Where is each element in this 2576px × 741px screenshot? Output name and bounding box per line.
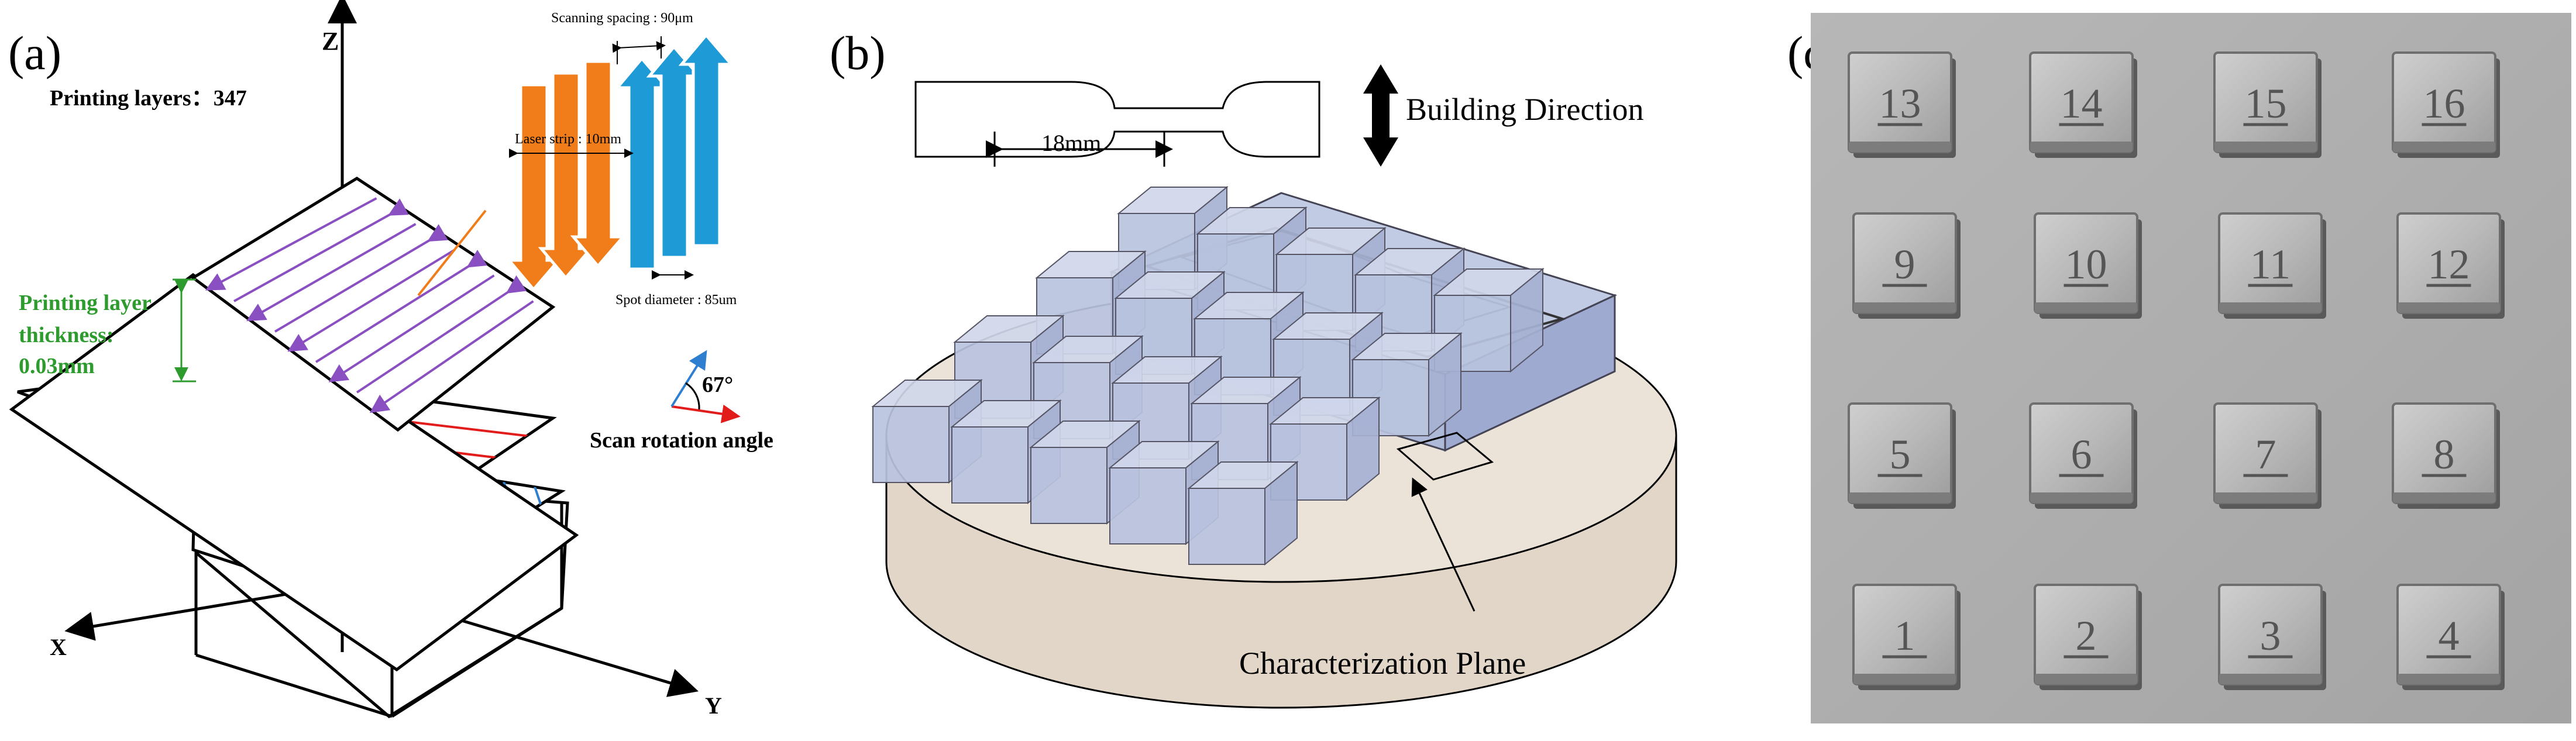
sample-number: 8	[2434, 431, 2455, 478]
laser-strip-text: Laser strip : 10mm	[515, 132, 621, 147]
scan-rotation-glyph	[670, 350, 741, 423]
sample-number: 6	[2071, 431, 2092, 478]
purple-scan-vector	[287, 249, 456, 352]
purple-scan-vector	[328, 274, 495, 382]
top-layer	[190, 177, 556, 432]
orange-strip-arrows	[505, 60, 627, 292]
sample-cube: 11	[2218, 212, 2326, 319]
sample-number: 5	[1890, 431, 1911, 478]
sample-number: 2	[2076, 612, 2097, 659]
characterization-plane-highlight	[1396, 432, 1494, 481]
sample-cube: 12	[2396, 212, 2505, 319]
sample-cube: 13	[1848, 51, 1956, 158]
sample-number: 15	[2245, 80, 2287, 127]
sample-number: 4	[2439, 612, 2460, 659]
sample-cube: 10	[2034, 212, 2142, 319]
panel-label-b: (b)	[830, 26, 886, 80]
sample-number: 7	[2255, 431, 2276, 478]
characterization-plane-pointer	[1411, 477, 1476, 612]
purple-scan-vector	[315, 249, 488, 363]
sample-cube: 15	[2213, 51, 2322, 158]
sample-cube: 16	[2392, 51, 2500, 158]
sample-cube: 4	[2396, 584, 2505, 690]
sample-cube: 7	[2213, 402, 2322, 509]
scan-strategy-diagram: (a) Z X Y Printing layers：347	[8, 0, 773, 719]
sample-cube: 2	[2034, 584, 2142, 690]
printing-layers-text: Printing layers：347	[50, 86, 247, 111]
pointer-line	[417, 209, 487, 297]
x-axis-label: X	[50, 634, 67, 660]
purple-scan-vector	[274, 224, 448, 333]
panel-a-scan-strategy: (a) Z X Y Printing layers：347	[0, 0, 819, 738]
sample-number: 13	[1879, 80, 1921, 127]
purple-scan-vector	[356, 275, 527, 394]
sample-cube: 6	[2029, 402, 2137, 509]
scanning-spacing-text: Scanning spacing : 90μm	[551, 11, 693, 26]
characterization-plane-label: Characterization Plane	[1239, 646, 1526, 681]
spot-diameter-text: Spot diameter : 85um	[615, 292, 737, 308]
building-direction-label: Building Direction	[1406, 92, 1643, 127]
y-axis-label: Y	[705, 692, 722, 719]
layer-thickness-line1: Printing layer	[19, 291, 152, 315]
cube-samples	[871, 185, 1545, 566]
layer-thickness-dimension	[173, 278, 196, 382]
sample-number: 3	[2260, 612, 2281, 659]
layer-thickness-line3: 0.03mm	[19, 354, 95, 378]
z-axis-label: Z	[322, 27, 339, 56]
sample-number: 1	[1894, 612, 1915, 659]
purple-scan-vector	[205, 197, 377, 291]
panel-label-a: (a)	[8, 26, 61, 80]
blue-strip-arrows	[614, 33, 735, 271]
laser-strip-inset: Scanning spacing : 90μm Laser strip : 10…	[505, 11, 737, 308]
sample-cube: 14	[2029, 51, 2137, 158]
cube-sample	[1187, 460, 1299, 566]
purple-scan-layer	[9, 273, 579, 672]
sample-cube: 9	[1852, 212, 1961, 319]
purple-scan-vector	[233, 198, 409, 302]
rotation-angle-value: 67°	[702, 373, 733, 397]
tensile-specimen-outline	[914, 81, 1320, 158]
rotation-angle-label: Scan rotation angle	[590, 428, 773, 453]
purple-scan-vector	[246, 223, 417, 321]
sample-cube: 5	[1848, 402, 1956, 509]
sample-cube: 1	[1852, 584, 1961, 690]
panel-b-build-layout: (b) 18mm Building Direction Characteriza…	[819, 0, 1779, 738]
sample-number: 16	[2423, 80, 2465, 127]
building-direction-arrow	[1363, 64, 1398, 167]
sample-number: 12	[2428, 241, 2470, 288]
purple-scan-vector	[369, 300, 534, 413]
sample-number: 14	[2061, 80, 2103, 127]
layer-thickness-line2: thickness:	[19, 323, 114, 347]
sample-number: 11	[2250, 241, 2290, 288]
sample-number: 9	[1894, 241, 1915, 288]
sample-cube: 3	[2218, 584, 2326, 690]
build-layout-diagram: (b) 18mm Building Direction Characteriza…	[830, 26, 1677, 709]
sample-cube: 8	[2392, 402, 2500, 509]
dimension-label: 18mm	[1041, 130, 1101, 156]
sample-number: 10	[2065, 241, 2107, 288]
